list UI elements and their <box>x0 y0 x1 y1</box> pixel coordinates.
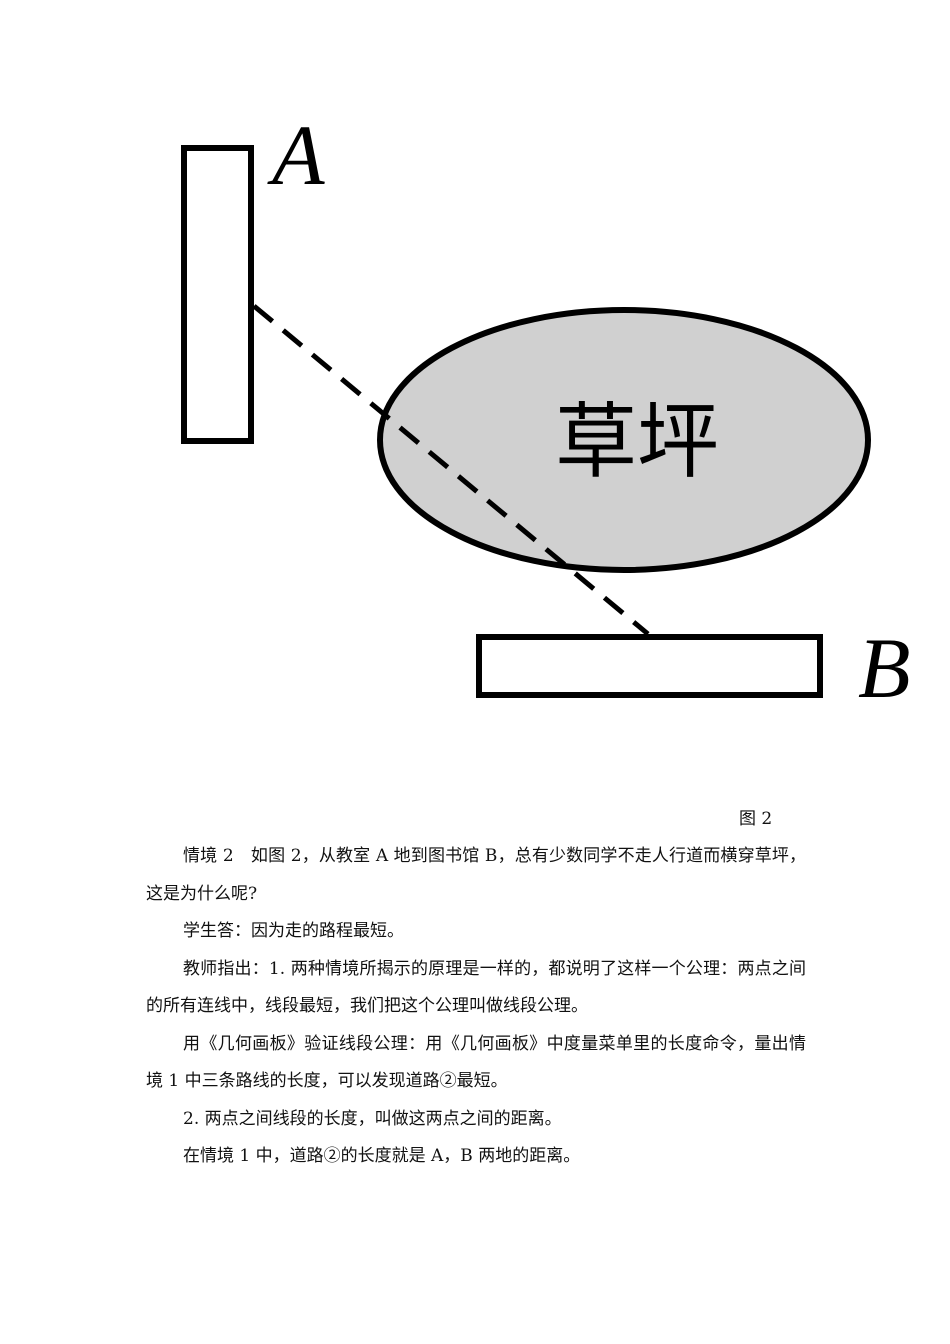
paragraph-distance-conclusion: 在情境 1 中，道路②的长度就是 A，B 两地的距离。 <box>183 1146 581 1166</box>
figure-diagram: A 草坪 B <box>181 107 911 716</box>
classroom-a-rect <box>181 145 254 444</box>
paragraph-teacher-point-2: 2. 两点之间线段的长度，叫做这两点之间的距离。 <box>183 1108 562 1129</box>
body-text: 情境 2 如图 2，从教室 A 地到图书馆 B，总有少数同学不走人行道而横穿草坪… <box>146 838 806 1176</box>
label-a: A <box>267 107 325 203</box>
lawn-label: 草坪 <box>555 395 719 490</box>
figure-caption: 图 2 <box>739 809 773 829</box>
label-b: B <box>858 620 911 716</box>
shortcut-path-dashed <box>252 304 650 636</box>
lawn-ellipse <box>377 307 871 573</box>
paragraph-teacher-point-1: 教师指出：1. 两种情境所揭示的原理是一样的，都说明了这样一个公理：两点之间的所… <box>146 958 806 1017</box>
paragraph-student-answer: 学生答：因为走的路程最短。 <box>183 921 404 941</box>
paragraph-scenario-2: 情境 2 如图 2，从教室 A 地到图书馆 B，总有少数同学不走人行道而横穿草坪… <box>146 846 806 904</box>
library-b-rect <box>476 634 823 698</box>
paragraph-geometry-sketchpad: 用《几何画板》验证线段公理：用《几何画板》中度量菜单里的长度命令，量出情境 1 … <box>146 1033 806 1092</box>
